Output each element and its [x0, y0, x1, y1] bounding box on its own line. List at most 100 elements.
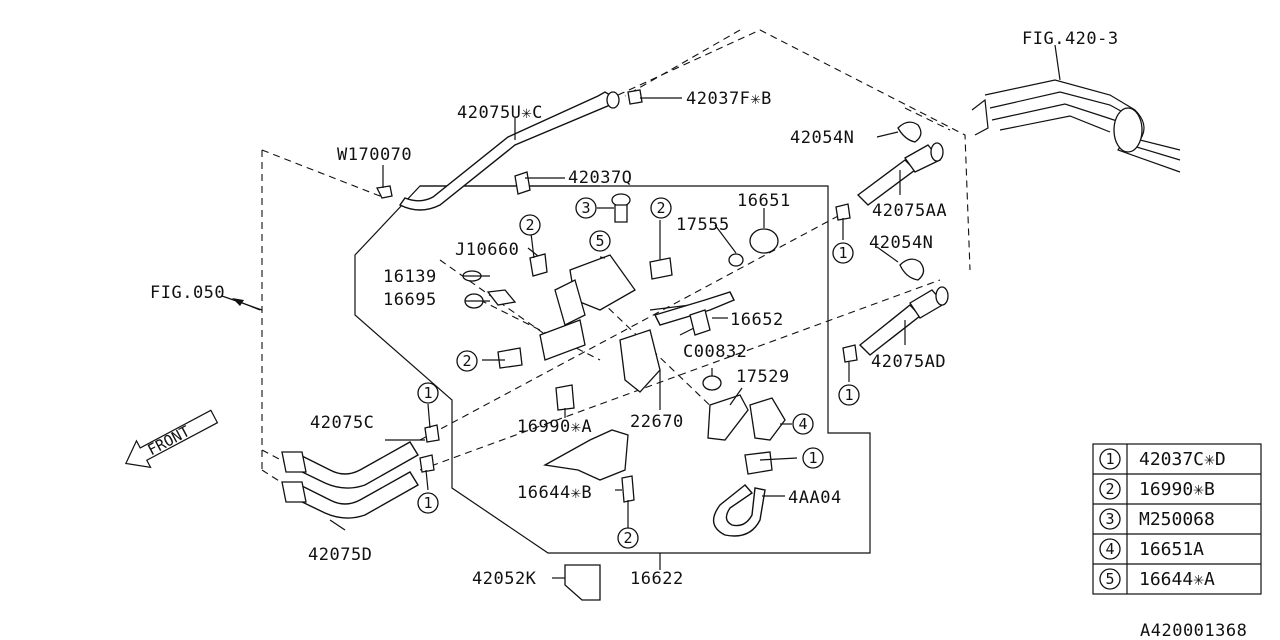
leader-lines: [221, 44, 1061, 579]
svg-text:5: 5: [595, 232, 604, 250]
bracket-42052k: [564, 564, 601, 601]
bolt-j10660: [529, 253, 548, 277]
svg-text:2: 2: [656, 199, 665, 217]
nut-17555: [728, 253, 744, 267]
svg-text:1: 1: [844, 386, 853, 404]
callout-1-right-upper: 1: [832, 242, 854, 264]
bracket-17529: [707, 394, 749, 441]
label-42052k: 42052K: [472, 569, 537, 589]
clip-42037fb: [627, 89, 643, 105]
pipe-16652: [654, 291, 735, 336]
nut-c00832: [702, 375, 722, 391]
cap-16651: [749, 228, 779, 254]
bolt-16990b-left: [497, 347, 523, 369]
valve-16651a: [749, 397, 786, 441]
svg-text:5: 5: [1105, 570, 1114, 588]
callout-1-lower-left: 1: [417, 492, 439, 514]
pipes-fig420: [971, 79, 1181, 173]
label-fig050: FIG.050: [150, 283, 225, 303]
svg-text:3: 3: [581, 199, 590, 217]
hose-4aa04: [712, 484, 766, 537]
label-16139: 16139: [383, 267, 437, 287]
svg-text:4: 4: [1105, 540, 1114, 558]
legend-part: 42037C✳D: [1139, 449, 1226, 470]
label-c00832: C00832: [683, 342, 747, 362]
label-42037q: 42037Q: [568, 168, 632, 188]
svg-text:3: 3: [1105, 510, 1114, 528]
label-42075uc: 42075U✳C: [457, 103, 543, 123]
label-42075c: 42075C: [310, 413, 374, 433]
callout-2-mid: 2: [456, 350, 478, 372]
svg-text:1: 1: [423, 384, 432, 402]
svg-text:2: 2: [462, 352, 471, 370]
svg-text:1: 1: [423, 494, 432, 512]
label-42075d: 42075D: [308, 545, 372, 565]
callout-3: 3: [575, 197, 597, 219]
legend-row: 5 16644✳A: [1099, 568, 1215, 590]
legend-part: M250068: [1139, 509, 1215, 530]
callout-2-left: 2: [519, 214, 541, 236]
legend-part: 16651A: [1139, 539, 1204, 560]
label-42054n-top: 42054N: [790, 128, 854, 148]
part-labels: 42075U✳C 42037F✳B W170070 42037Q 42054N …: [150, 29, 1247, 640]
hose-42075uc: [398, 91, 620, 211]
legend-row: 2 16990✳B: [1099, 478, 1215, 500]
label-16990a: 16990✳A: [517, 417, 592, 437]
legend-row: 3 M250068: [1099, 508, 1215, 530]
label-4aa04: 4AA04: [788, 488, 842, 508]
callout-5: 5: [589, 230, 611, 252]
hose-42075ad: [858, 286, 949, 356]
callouts: 3 2 2 5 2 1 1 1: [417, 197, 860, 549]
fig050-arrow: [232, 298, 261, 311]
legend-part: 16990✳B: [1139, 479, 1215, 500]
bolt-16990b-right: [649, 257, 673, 280]
svg-text:1: 1: [1105, 450, 1114, 468]
label-16644b: 16644✳B: [517, 483, 592, 503]
svg-text:4: 4: [798, 415, 807, 433]
label-j10660: J10660: [455, 240, 519, 260]
purge-valve-16644a: [539, 254, 636, 361]
front-arrow: FRONT: [124, 409, 219, 469]
hose-42075c: [281, 441, 419, 489]
clip-42054n-top: [897, 121, 922, 143]
label-16651: 16651: [737, 191, 791, 211]
label-fig420-3: FIG.420-3: [1022, 29, 1119, 49]
clip-42054n-mid: [899, 258, 925, 281]
bolt-16644b: [621, 475, 635, 503]
label-17555: 17555: [676, 215, 730, 235]
label-42075ad: 42075AD: [871, 352, 946, 372]
svg-text:1: 1: [838, 244, 847, 262]
clip-42037q: [514, 171, 531, 195]
label-22670: 22670: [630, 412, 684, 432]
callout-2-top: 2: [650, 197, 672, 219]
callout-2-bottom: 2: [617, 527, 639, 549]
legend-row: 1 42037C✳D: [1099, 448, 1226, 470]
label-16695: 16695: [383, 290, 437, 310]
label-16622: 16622: [630, 569, 684, 589]
bolt-16990a: [555, 384, 575, 411]
label-16652: 16652: [730, 310, 784, 330]
bracket-22670: [619, 304, 701, 393]
bracket-16644b: [543, 429, 629, 481]
svg-text:2: 2: [1105, 480, 1114, 498]
legend-part: 16644✳A: [1139, 569, 1215, 590]
svg-text:2: 2: [623, 529, 632, 547]
front-label: FRONT: [145, 422, 193, 459]
bolt-m250068: [611, 193, 631, 223]
hose-42075aa: [856, 142, 944, 206]
hose-42075d: [281, 471, 419, 519]
figure-code: A420001368: [1140, 621, 1247, 640]
label-w170070: W170070: [337, 145, 412, 165]
clip-42037cd: [744, 451, 773, 475]
label-17529: 17529: [736, 367, 790, 387]
callout-1-right-lower: 1: [838, 384, 860, 406]
grommet-16695: [464, 289, 517, 309]
clip-w170070: [376, 185, 393, 199]
legend-table: 1 42037C✳D 2 16990✳B 3 M250068 4 16651A …: [1092, 443, 1262, 595]
label-42075aa: 42075AA: [872, 201, 947, 221]
clips-ref-1: [419, 203, 858, 473]
callout-1-center: 1: [802, 447, 824, 469]
label-42037fb: 42037F✳B: [686, 89, 772, 109]
legend-row: 4 16651A: [1099, 538, 1204, 560]
